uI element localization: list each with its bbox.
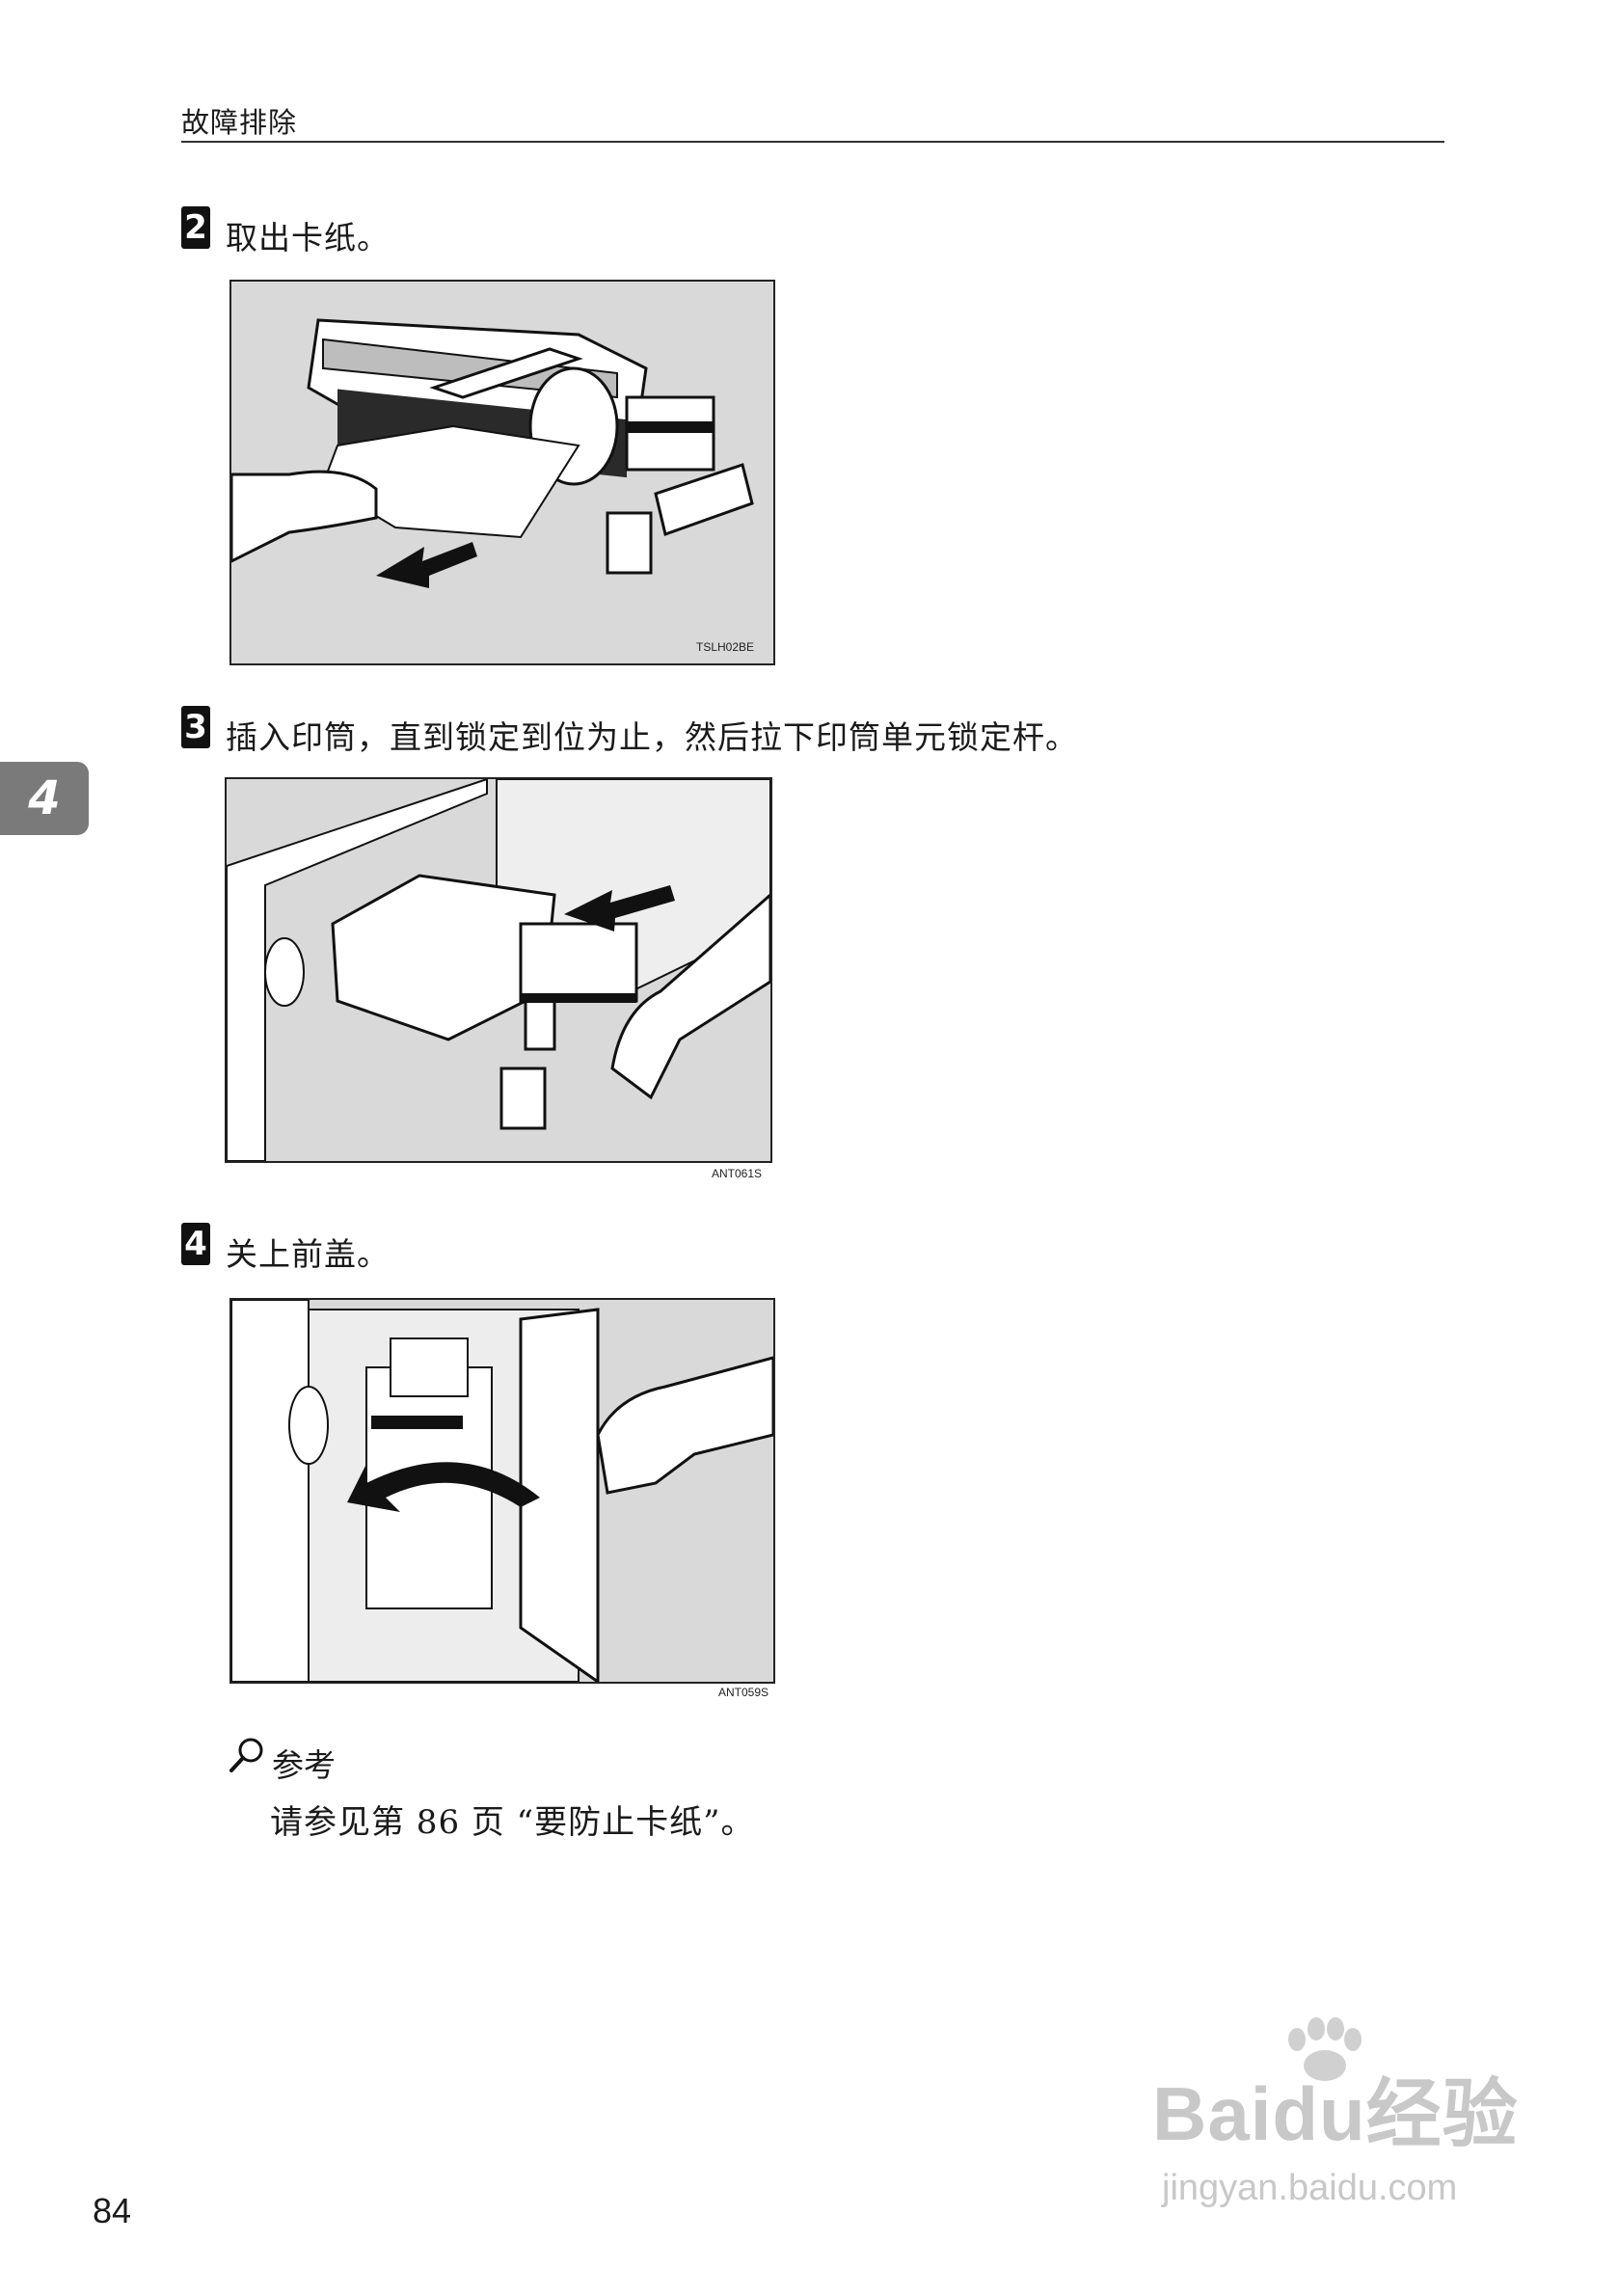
step-instruction: 插入印筒，直到锁定到位为止，然后拉下印筒单元锁定杆。 <box>226 718 1078 756</box>
figure-remove-jammed-paper <box>229 280 775 665</box>
step-instruction: 取出卡纸。 <box>226 219 390 257</box>
figure-code: ANT061S <box>712 1167 763 1180</box>
step-number: 2 <box>181 206 210 249</box>
watermark-brand: Baidu经验 <box>1152 2071 1519 2156</box>
header-divider <box>181 141 1444 143</box>
paw-logo-icon <box>1288 2017 1362 2081</box>
page-number: 84 <box>93 2191 132 2230</box>
step-instruction: 关上前盖。 <box>226 1235 390 1273</box>
step-number: 3 <box>181 706 210 748</box>
figure-code: ANT059S <box>718 1686 769 1699</box>
magnifier-icon <box>228 1736 266 1778</box>
reference-label: 参考 <box>272 1746 336 1784</box>
figure-insert-drum <box>225 777 772 1163</box>
watermark-url: jingyan.baidu.com <box>1162 2168 1458 2208</box>
watermark: Baidu经验 jingyan.baidu.com <box>1152 2017 1519 2208</box>
figure-close-front-cover <box>229 1298 775 1684</box>
figure-code: TSLH02BE <box>696 640 755 654</box>
reference-text: 请参见第 86 页 “要防止卡纸”。 <box>270 1803 755 1842</box>
running-header: 故障排除 <box>181 106 298 139</box>
chapter-tab: 4 <box>0 762 89 835</box>
step-number: 4 <box>181 1223 210 1265</box>
